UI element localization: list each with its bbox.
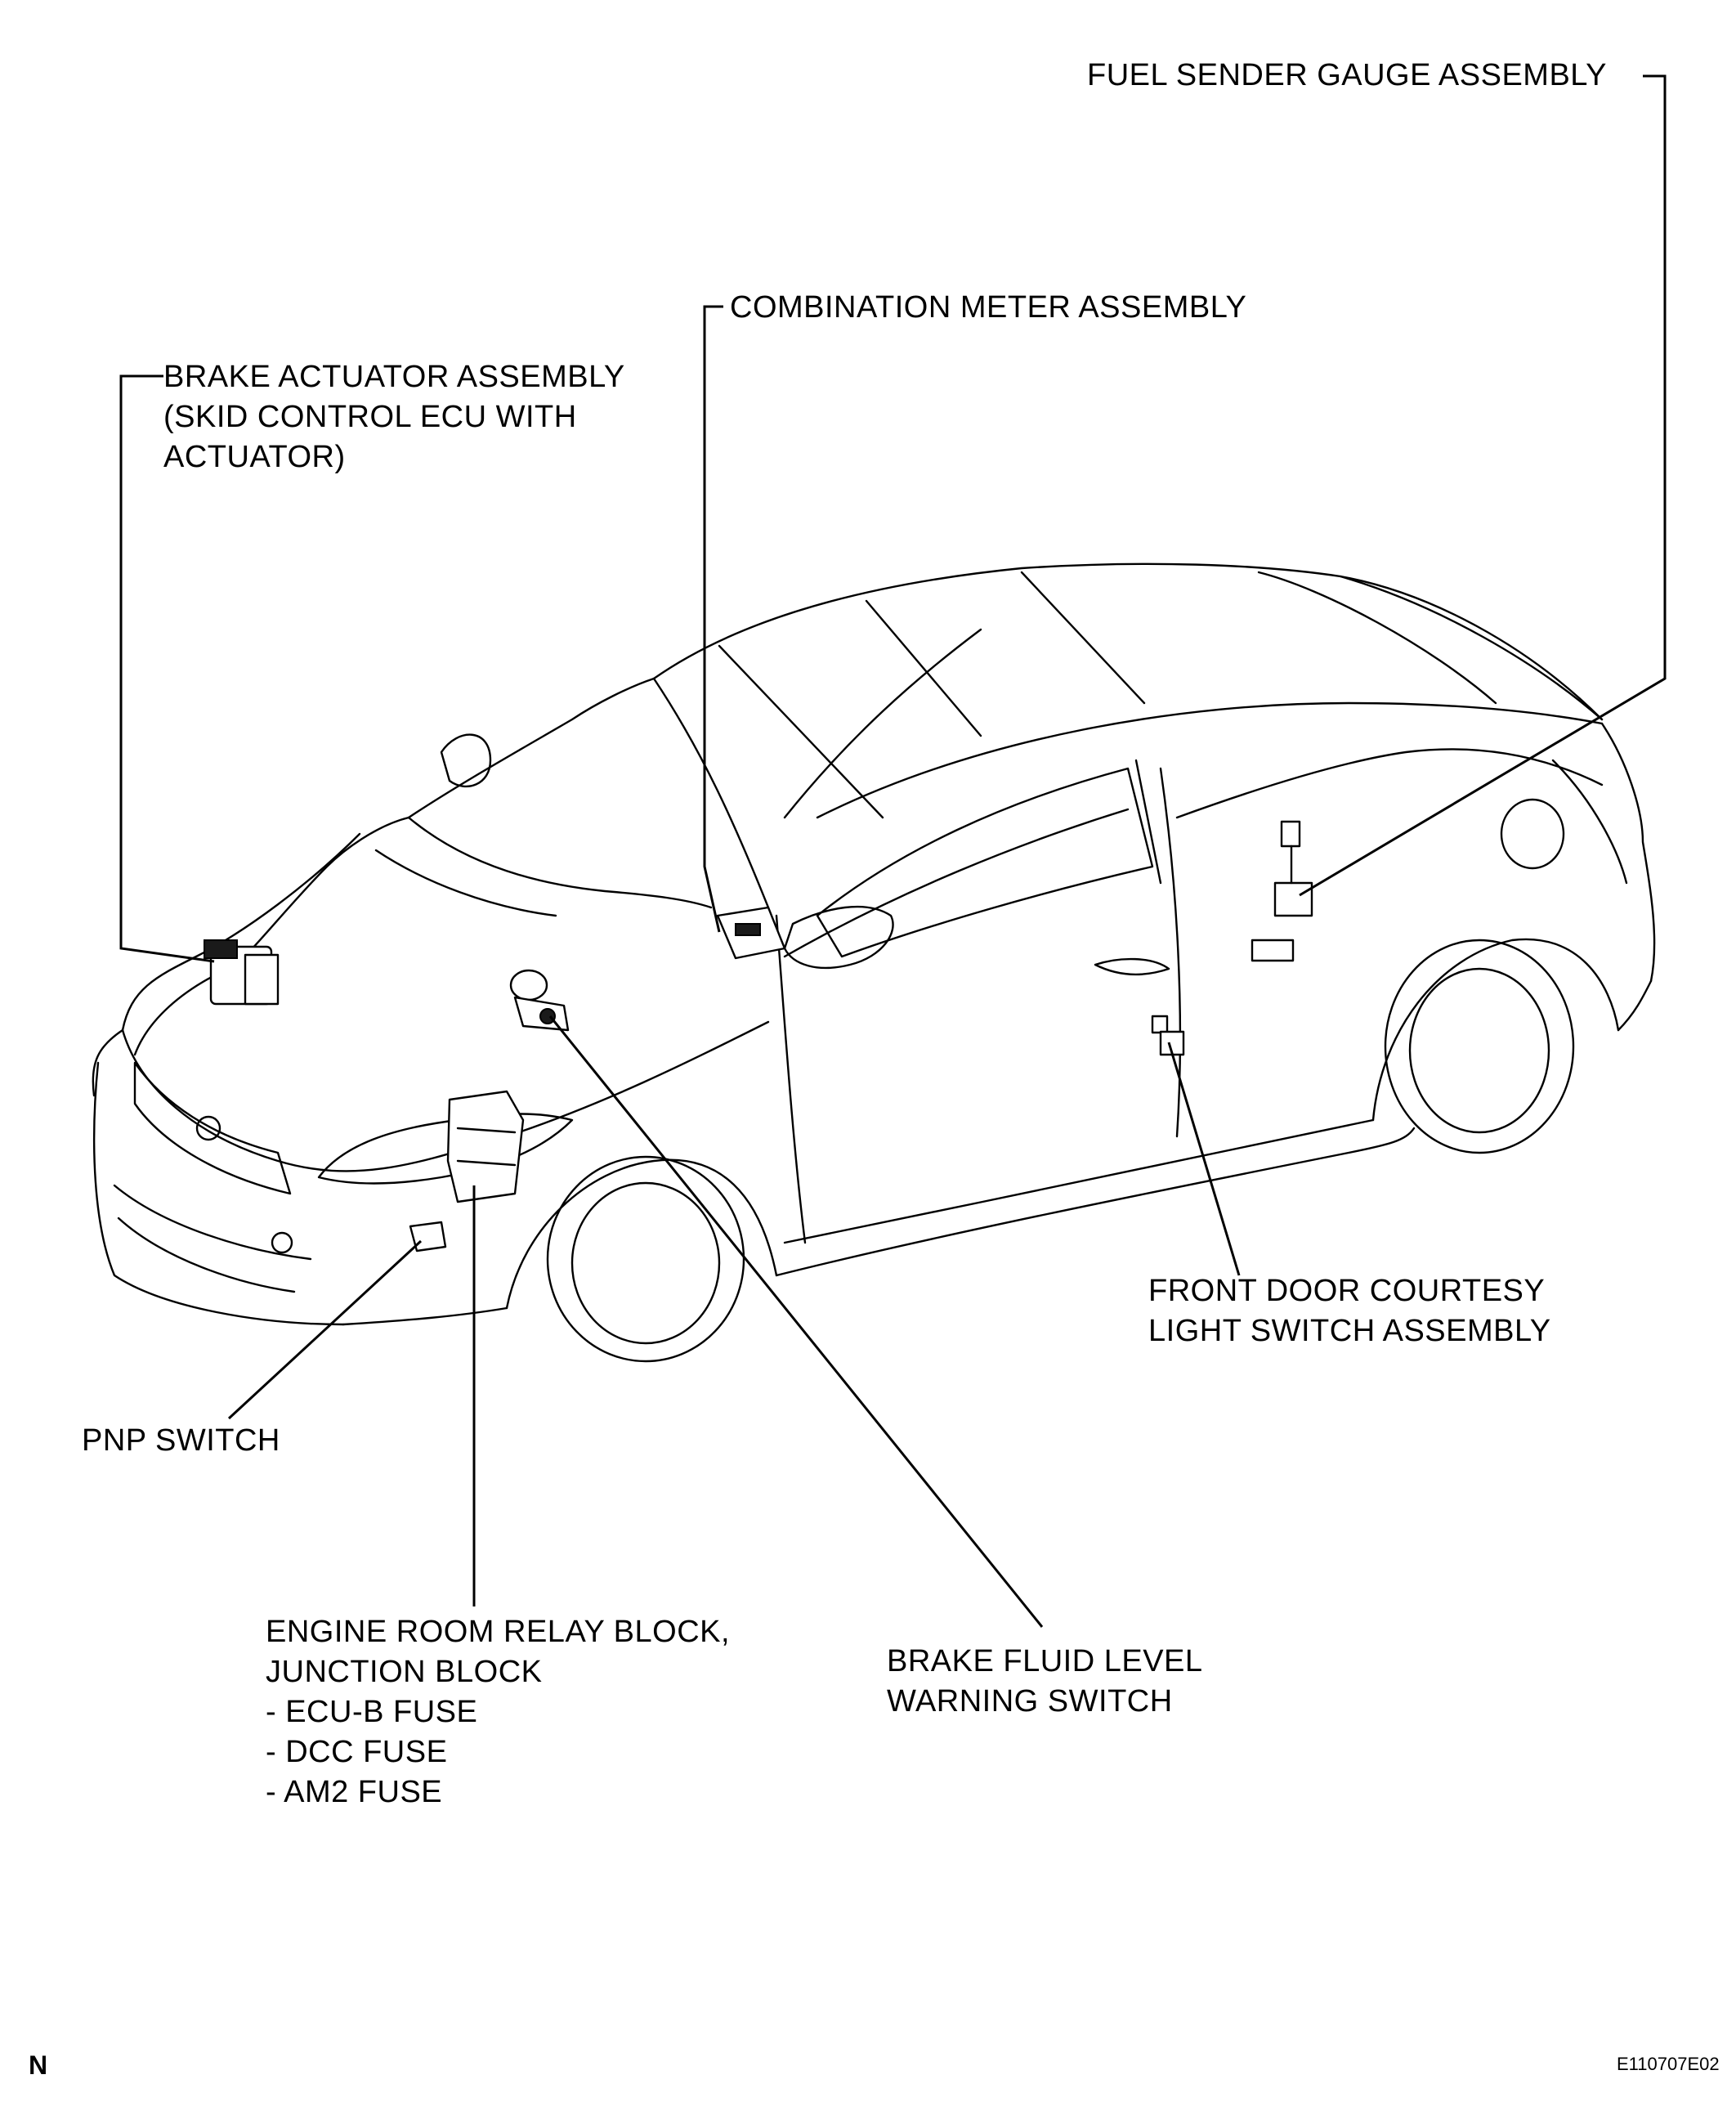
label-engine-room-line-1: ENGINE ROOM RELAY BLOCK, — [266, 1615, 731, 1649]
label-front-door-line-1: FRONT DOOR COURTESY — [1148, 1274, 1546, 1308]
figure-id: E110707E02 — [1617, 2054, 1720, 2074]
orientation-marker: N — [29, 2050, 48, 2080]
label-engine-room-line-2: JUNCTION BLOCK — [266, 1655, 543, 1689]
label-engine-room-line-5: - AM2 FUSE — [266, 1775, 443, 1809]
label-brake-actuator-line-3: ACTUATOR) — [163, 440, 346, 474]
label-pnp-switch: PNP SWITCH — [82, 1423, 280, 1458]
label-engine-room-line-4: - DCC FUSE — [266, 1735, 448, 1769]
label-front-door-line-2: LIGHT SWITCH ASSEMBLY — [1148, 1314, 1551, 1348]
engine-room-relay-block-component — [446, 1090, 525, 1203]
label-brake-actuator-line-2: (SKID CONTROL ECU WITH — [163, 400, 577, 434]
label-brake-actuator-line-1: BRAKE ACTUATOR ASSEMBLY — [163, 360, 625, 394]
label-fuel-sender-gauge-assembly: FUEL SENDER GAUGE ASSEMBLY — [1087, 58, 1607, 92]
front-door-courtesy-switch-component — [1151, 1015, 1185, 1056]
combination-meter-component — [716, 906, 786, 960]
fuel-sender-component — [1251, 820, 1313, 962]
brake-fluid-switch-component — [509, 969, 570, 1032]
label-brake-fluid-line-1: BRAKE FLUID LEVEL — [887, 1644, 1203, 1678]
label-combination-meter-assembly: COMBINATION METER ASSEMBLY — [730, 290, 1247, 325]
leader-lines — [119, 74, 1667, 1628]
label-engine-room-line-3: - ECU-B FUSE — [266, 1695, 478, 1729]
brake-actuator-component — [204, 939, 280, 1006]
label-brake-fluid-line-2: WARNING SWITCH — [887, 1684, 1173, 1718]
car-body-illustration — [92, 562, 1656, 1363]
